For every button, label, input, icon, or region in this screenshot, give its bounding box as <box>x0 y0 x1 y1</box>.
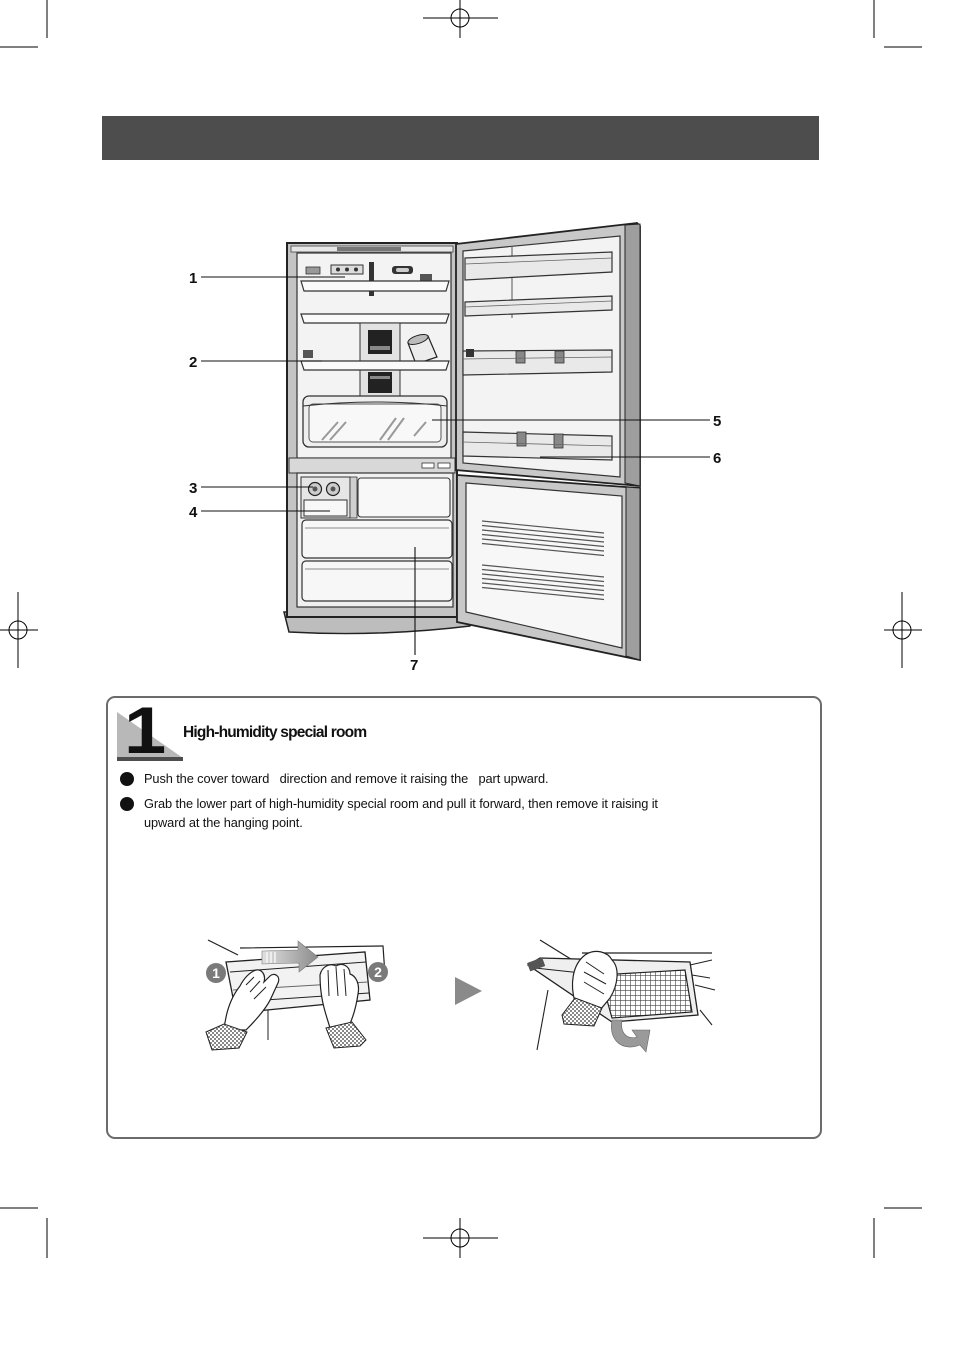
callout-4: 4 <box>189 504 198 521</box>
door-bin <box>462 349 613 376</box>
callout-6: 6 <box>713 450 721 467</box>
fridge-cabinet <box>283 242 473 635</box>
section-header-bar <box>102 116 819 160</box>
freezer-door <box>456 474 641 662</box>
callout-5: 5 <box>713 413 721 430</box>
right-hand <box>319 963 367 1049</box>
refrigerator-diagram: 1 2 3 4 5 6 7 <box>189 222 721 674</box>
shelf <box>300 360 450 371</box>
door-bin <box>462 431 613 461</box>
push-arrow-icon <box>261 940 319 973</box>
step-marker-1-label: 1 <box>212 965 220 981</box>
callout-7: 7 <box>410 657 418 674</box>
callout-1: 1 <box>189 270 197 287</box>
door-bin <box>464 251 613 281</box>
callout-2: 2 <box>189 354 197 371</box>
step-number: 1 <box>124 693 167 767</box>
step-marker-2 <box>368 962 388 982</box>
fridge-compartment <box>296 252 452 459</box>
lift-arrow-icon <box>611 1019 651 1053</box>
shelf <box>300 313 450 324</box>
step-badge <box>117 712 183 761</box>
high-humidity-drawer <box>302 395 448 448</box>
step-marker-2-label: 2 <box>374 964 382 980</box>
removal-illustrations: 1 2 <box>205 939 716 1053</box>
callout-3: 3 <box>189 480 197 497</box>
shelf <box>300 280 450 292</box>
step-title: High-humidity special room <box>183 724 367 741</box>
instruction-box <box>106 696 822 1139</box>
lift-cover-illustration <box>526 939 716 1053</box>
registration-mark-bottom <box>423 1218 498 1258</box>
fridge-door <box>455 222 641 487</box>
bullet-icon <box>120 797 134 811</box>
bullet-icon <box>120 772 134 786</box>
freezer-drawer <box>301 519 453 559</box>
bullet-text: Push the cover toward direction and remo… <box>144 771 549 786</box>
hand <box>561 950 618 1027</box>
next-arrow-icon <box>455 977 482 1005</box>
bullet-text-continued: upward at the hanging point. <box>144 815 303 830</box>
registration-mark-left <box>0 592 38 668</box>
registration-mark-right <box>884 592 922 668</box>
pull-cover-illustration: 1 2 <box>205 939 388 1051</box>
step-marker-1 <box>206 963 226 983</box>
ice-maker <box>300 476 351 519</box>
left-hand <box>205 969 280 1051</box>
callout-lines <box>201 276 710 655</box>
freezer-compartment <box>296 472 454 608</box>
bullet-text: Grab the lower part of high-humidity spe… <box>144 796 658 811</box>
door-bin <box>464 295 613 317</box>
freezer-drawer <box>301 560 453 602</box>
registration-mark-top <box>423 0 498 38</box>
